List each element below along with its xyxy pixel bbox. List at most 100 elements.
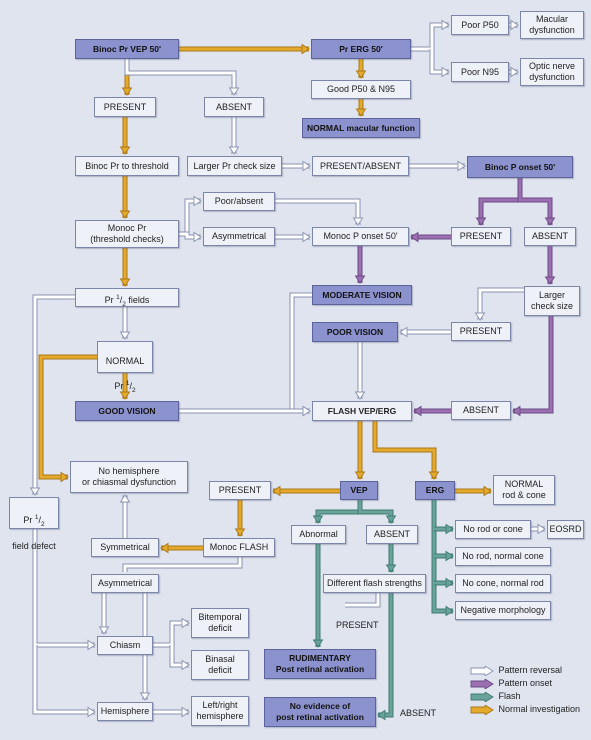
arrowhead-47 [377,709,386,721]
arrowhead-36 [428,471,440,480]
arrowhead-41 [119,494,131,503]
normal-rod-cone-node: NORMAL rod & cone [493,475,555,505]
legend-arrow-white-icon [470,664,494,677]
half-den-3: 2 [41,520,45,528]
legend-row-pattern-onset: Pattern onset [470,677,552,690]
arrowhead-57 [87,706,96,718]
connector-15 [518,178,552,225]
arrowhead-5 [355,70,367,79]
moderate-vision-node: MODERATE VISION [312,285,412,305]
arrowhead-56 [87,639,96,651]
larger-pr-check-node: Larger Pr check size [187,156,282,176]
half-num-3: 1 [34,514,39,521]
good-p50-n95-node: Good P50 & N95 [311,80,411,99]
normal-pr-half-node: NORMAL Pr 1/2 [97,341,153,394]
legend-label-3: Normal investigation [498,704,581,714]
arrowhead-3 [510,19,519,31]
arrowhead-46 [312,639,324,648]
arrowhead-22 [544,276,556,285]
arrowhead-11 [302,160,311,172]
connector-58 [153,621,189,647]
field-defect-label: field defect [12,540,56,551]
connector-outline-32 [289,292,312,414]
good-vision-node: GOOD VISION [75,401,179,421]
legend-row-flash: Flash [470,690,521,703]
no-rod-or-cone-node: No rod or cone [455,520,531,539]
arrowhead-1 [441,19,450,31]
arrowhead-6 [355,108,367,117]
arrowhead-19 [302,231,311,243]
connector-59 [170,645,189,667]
arrowhead-18 [352,217,364,226]
legend-label-2: Flash [498,691,521,701]
arrowhead-37 [483,485,492,497]
connector-outline-18 [275,198,361,225]
connector-48 [345,593,380,607]
larger-check-size-node: Larger check size [524,286,580,316]
present-node-3: PRESENT [451,322,511,341]
abnormal-node: Abnormal [291,525,346,544]
arrowhead-0 [301,43,310,55]
arrowhead-12 [457,160,466,172]
monoc-pr-node: Monoc Pr (threshold checks) [75,220,179,248]
connector-2 [430,49,449,74]
no-hemisphere-node: No hemisphere or chiasmal dysfunction [70,461,188,493]
hemisphere-node: Hemisphere [97,702,153,721]
vep-node: VEP [340,481,378,500]
legend-arrow-gold-icon [470,703,494,716]
symmetrical-node: Symmetrical [91,538,159,557]
arrowhead-25 [29,487,41,496]
arrowhead-9 [119,146,131,155]
connector-18 [275,199,360,225]
arrowhead-59 [181,659,190,671]
half-den-2: 2 [132,386,136,394]
arrowhead-8 [228,87,240,96]
poor-vision-node: POOR VISION [312,322,398,342]
arrowhead-54 [98,626,110,635]
monoc-flash-node: Monoc FLASH [203,538,275,557]
connector-44 [358,500,393,523]
arrowhead-38 [272,485,281,497]
connector-outline-47 [378,593,394,718]
connector-32 [290,293,312,413]
field-pr-prefix: Pr [23,515,35,525]
connector-outline-16 [179,198,201,237]
arrowhead-39 [234,528,246,537]
binoc-pr-vep-node: Binoc Pr VEP 50' [75,39,179,59]
half-num-2: 1 [125,380,130,387]
no-cone-normal-rod-node: No cone, normal rod [455,574,551,593]
connector-25 [33,295,75,495]
arrowhead-33 [302,405,311,417]
connector-outline-48 [345,593,381,608]
connector-57 [33,645,95,714]
normal-macular-function-node: NORMAL macular function [302,118,420,138]
optic-nerve-dysfunction-node: Optic nerve dysfunction [520,58,584,86]
poor-p50-node: Poor P50 [451,15,509,35]
arrowhead-16 [193,195,202,207]
arrowhead-49 [445,605,454,617]
arrowhead-44 [385,515,397,524]
arrowhead-52 [445,577,454,589]
edge-label-present: PRESENT [336,620,379,630]
legend-row-pattern-reversal: Pattern reversal [470,664,563,677]
connector-26 [39,355,97,479]
arrowhead-40 [160,542,169,554]
legend-label-0: Pattern reversal [498,665,563,675]
macular-dysfunction-node: Macular dysfunction [520,11,584,39]
arrowhead-13 [119,210,131,219]
arrowhead-26 [60,471,69,483]
half-num: 1 [116,294,120,301]
arrowhead-34 [413,405,422,417]
connector-29 [513,316,553,413]
binasal-deficit-node: Binasal deficit [191,650,249,680]
no-rod-normal-cone-node: No rod, normal cone [455,547,551,566]
binoc-pr-threshold-node: Binoc Pr to threshold [75,156,179,176]
arrowhead-60 [181,706,190,718]
connector-outline-57 [32,645,95,715]
arrowhead-21 [354,275,366,284]
arrowhead-20 [410,231,419,243]
pr-fields-prefix: Pr [104,295,117,305]
arrowhead-24 [119,331,131,340]
arrowhead-45 [385,564,397,573]
asymmetrical-node-1: Asymmetrical [203,227,275,246]
